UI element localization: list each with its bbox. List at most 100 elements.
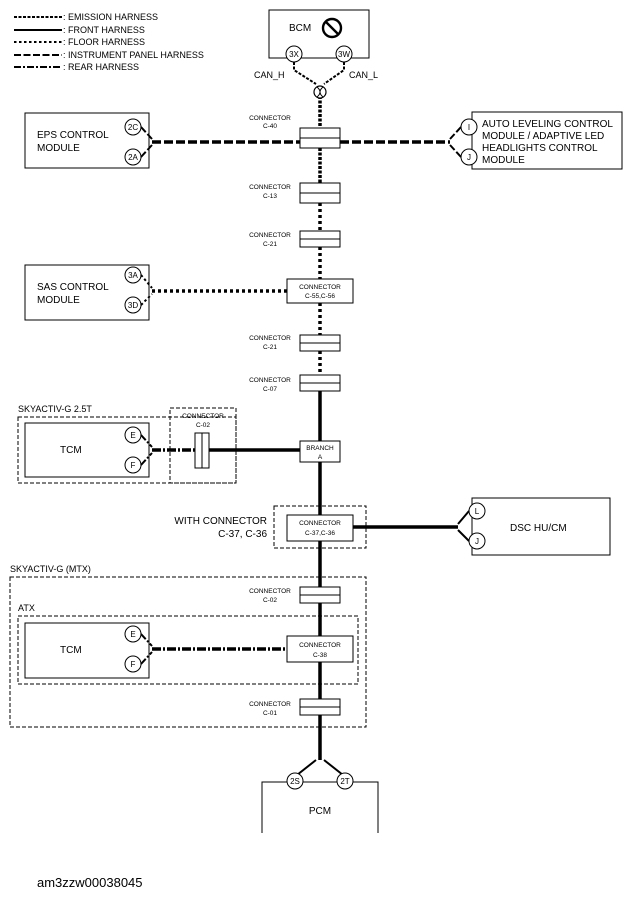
pcm-pin-2t: [336, 772, 354, 790]
connector-c38: CONNECTOR C-38: [286, 635, 354, 663]
connector-c38-box: [286, 635, 354, 663]
no-sign-icon: [321, 17, 343, 39]
atx-label: ATX: [18, 603, 35, 613]
bcm-label: BCM: [289, 23, 311, 34]
pcm-box: [261, 781, 379, 833]
dsc-pin-l-label: L: [475, 507, 480, 516]
sas-label-line1: SAS CONTROL: [37, 282, 109, 293]
auto-leveling-line2: MODULE / ADAPTIVE LED: [482, 131, 604, 142]
connector-c55-word: CONNECTOR: [299, 284, 341, 291]
skyactiv-25t-label: SKYACTIV-G 2.5T: [18, 404, 92, 414]
connector-c37-c36: WITH CONNECTOR C-37, C-36 CONNECTOR C-37…: [174, 505, 450, 549]
connector-c55-box: [286, 278, 354, 304]
sas-pin-3a-label: 3A: [128, 271, 138, 280]
auto-leveling-line3: HEADLIGHTS CONTROL: [482, 143, 598, 154]
connector-c07-word: CONNECTOR: [249, 377, 291, 384]
connector-c13-word: CONNECTOR: [249, 184, 291, 191]
tcm-mtx-pin-e-label: E: [130, 630, 135, 639]
connector-c55-id: C-55,C-56: [305, 293, 335, 300]
sas-pin-3d-label: 3D: [128, 301, 138, 310]
skyactiv-25t-group: SKYACTIV-G 2.5T TCM E F CONNECTOR C-02: [17, 404, 300, 484]
connector-c21-lower-word: CONNECTOR: [249, 335, 291, 342]
skyactiv-mtx-outline: [9, 576, 367, 728]
pcm-module: 2S 2T PCM: [261, 759, 379, 833]
connector-c01-id: C-01: [263, 710, 277, 717]
sas-label-line2: MODULE: [37, 295, 80, 306]
bcm-can-l-label: CAN_L: [349, 70, 378, 80]
connector-c21-lower-id: C-21: [263, 344, 277, 351]
legend-floor-label: : FLOOR HARNESS: [63, 37, 145, 47]
figure-id: am3zzw00038045: [37, 875, 143, 890]
auto-leveling-pin-wires: [449, 126, 462, 158]
tcm-25t-pin-wires: [140, 434, 153, 466]
connector-c21-upper: CONNECTOR C-21: [249, 230, 341, 248]
bcm-box: [268, 9, 370, 59]
connector-c01: CONNECTOR C-01: [249, 698, 341, 717]
c37-outline: [273, 505, 367, 549]
pcm-pin-2s-label: 2S: [290, 777, 300, 786]
branch-a-box: [299, 440, 341, 463]
auto-leveling-pin-i-label: I: [468, 123, 470, 132]
dsc-pin-wires: [457, 510, 470, 542]
eps-label-line2: MODULE: [37, 143, 80, 154]
legend-ip-label: : INSTRUMENT PANEL HARNESS: [63, 50, 204, 60]
eps-pin-2a-label: 2A: [128, 153, 138, 162]
pcm-label: PCM: [309, 806, 331, 817]
bcm-can-h-wire: [293, 62, 317, 85]
atx-outline: [17, 615, 359, 685]
connector-c07-id: C-07: [263, 386, 277, 393]
twisted-pair-icon: [313, 85, 327, 99]
auto-leveling-box: [471, 111, 623, 170]
tcm-mtx-pin-wires: [140, 633, 153, 665]
connector-c02-tcm-word: CONNECTOR: [182, 413, 224, 420]
bcm-can-l-wire: [323, 62, 345, 85]
branch-a-word: BRANCH: [306, 445, 334, 452]
connector-c21-lower: CONNECTOR C-21: [249, 334, 341, 352]
dsc-label: DSC HU/CM: [510, 523, 567, 534]
with-connector-line2: C-37, C-36: [218, 529, 267, 540]
dsc-hu-cm-module: DSC HU/CM L J: [450, 497, 611, 556]
connector-c55-c56: CONNECTOR C-55,C-56: [286, 278, 354, 304]
branch-a-id: A: [318, 454, 323, 461]
eps-control-module: EPS CONTROL MODULE 2C 2A: [24, 112, 300, 169]
c02-tcm-outline: [169, 407, 237, 484]
legend-emission-label: : EMISSION HARNESS: [63, 12, 158, 22]
pcm-pin-2s: [286, 772, 304, 790]
connector-c13-id: C-13: [263, 193, 277, 200]
connector-c02-id: C-02: [263, 597, 277, 604]
pcm-pin-2t-label: 2T: [340, 777, 349, 786]
auto-leveling-module: AUTO LEVELING CONTROL MODULE / ADAPTIVE …: [340, 111, 623, 170]
tcm-25t-pin-e-label: E: [130, 431, 135, 440]
connector-c38-id: C-38: [313, 652, 327, 659]
tcm-mtx-label: TCM: [60, 645, 82, 656]
connector-c38-word: CONNECTOR: [299, 642, 341, 649]
connector-c37-word: CONNECTOR: [299, 520, 341, 527]
connector-c37-id: C-37,C-36: [305, 530, 335, 537]
with-connector-line1: WITH CONNECTOR: [174, 516, 267, 527]
legend-rear-label: : REAR HARNESS: [63, 62, 139, 72]
connector-c13: CONNECTOR C-13: [249, 182, 341, 204]
auto-leveling-line1: AUTO LEVELING CONTROL: [482, 119, 613, 130]
auto-leveling-pin-j-label: J: [467, 153, 471, 162]
legend-front-label: : FRONT HARNESS: [63, 25, 145, 35]
connector-c21-upper-word: CONNECTOR: [249, 232, 291, 239]
skyactiv-mtx-label: SKYACTIV-G (MTX): [10, 564, 91, 574]
connector-c02: CONNECTOR C-02: [249, 586, 341, 604]
bcm-pin-3w-label: 3W: [338, 50, 350, 59]
sas-control-module: SAS CONTROL MODULE 3A 3D: [24, 264, 287, 321]
connector-c01-word: CONNECTOR: [249, 701, 291, 708]
skyactiv-mtx-group: SKYACTIV-G (MTX) ATX TCM E F: [9, 564, 367, 728]
connector-c40-id: C-40: [263, 123, 277, 130]
connector-c40-word: CONNECTOR: [249, 115, 291, 122]
skyactiv-25t-outline: [17, 416, 237, 484]
eps-pin-wires: [140, 126, 153, 158]
connector-c02-tcm-id: C-02: [196, 422, 210, 429]
legend: : EMISSION HARNESS : FRONT HARNESS : FLO…: [14, 12, 204, 72]
branch-a: BRANCH A: [299, 440, 341, 463]
dsc-pin-j-label: J: [475, 537, 479, 546]
connector-c02-word: CONNECTOR: [249, 588, 291, 595]
connector-c07: CONNECTOR C-07: [249, 374, 341, 393]
tcm-mtx-pin-f-label: F: [131, 660, 136, 669]
connector-c21-upper-id: C-21: [263, 241, 277, 248]
